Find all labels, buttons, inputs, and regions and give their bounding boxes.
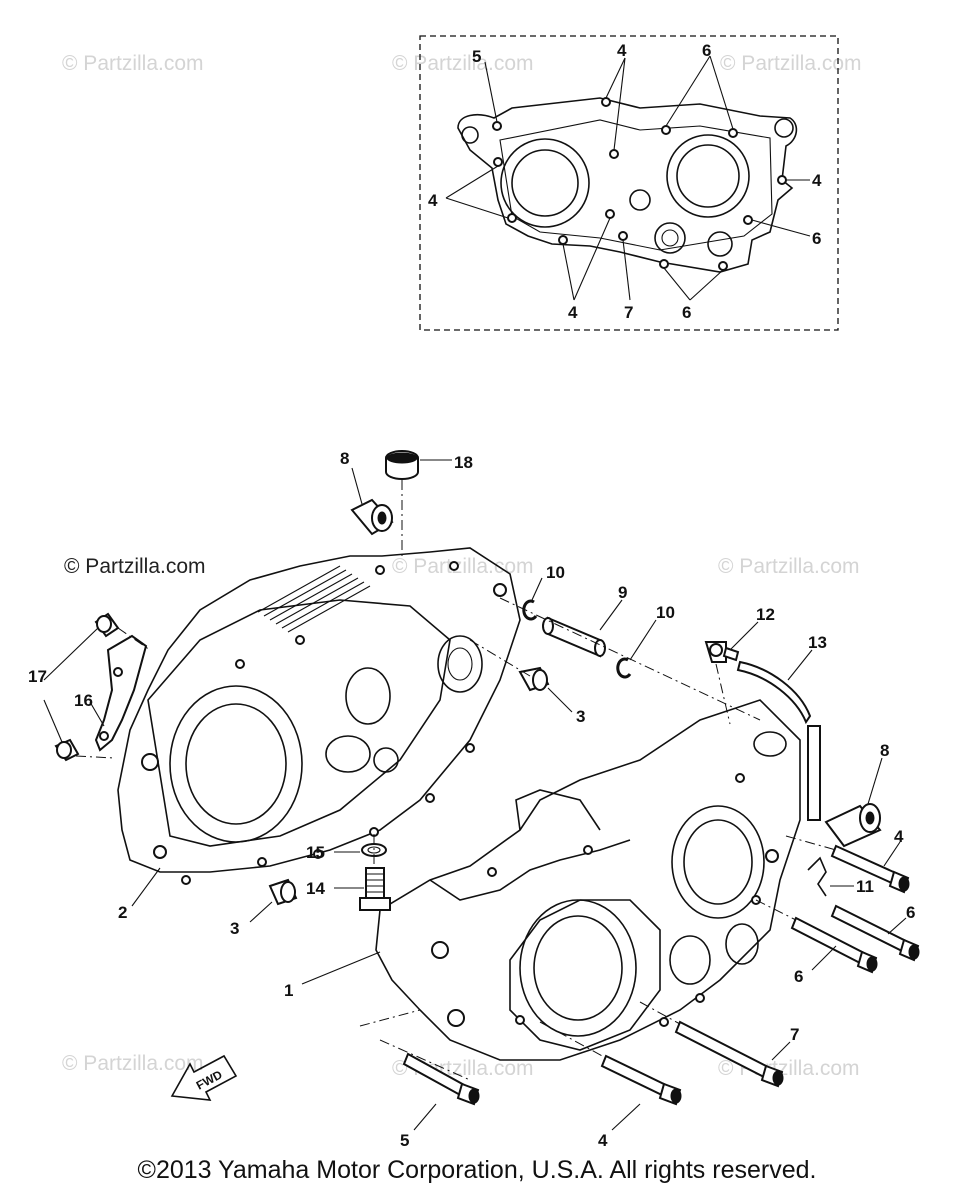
watermark: © Partzilla.com [718,555,860,578]
inset-case-outline [457,97,798,273]
callout-9: 9 [618,583,627,602]
callout-17: 17 [28,667,47,686]
part-9-dowel [542,616,606,658]
part-3-dowel [518,666,550,692]
part-10-ring [522,599,538,621]
inset-left-bore-outer [500,138,590,228]
left-crankcase [117,547,521,885]
watermark: © Partzilla.com [62,52,204,75]
callout-8: 8 [880,741,889,760]
part-13-hose [736,660,821,821]
callout-14: 14 [306,879,325,898]
callout-10: 10 [656,603,675,622]
inset-leaders [445,55,811,301]
watermark: © Partzilla.com [720,52,862,75]
callout-12: 12 [756,605,775,624]
callout-15: 15 [306,843,325,862]
callout-7: 7 [624,303,633,322]
inset-case-inner [499,119,773,251]
part-8-bushing [350,498,394,536]
part-18-cap [385,450,419,480]
callout-18: 18 [454,453,473,472]
inset-frame [419,35,839,331]
part-8-bushing [824,803,882,848]
inset-right-bore [676,144,740,208]
watermark: © Partzilla.com [64,555,206,578]
part-17-screw [54,738,80,762]
watermark: © Partzilla.com [392,555,534,578]
inset-bearing-hole [654,222,686,254]
callout-8: 8 [340,449,349,468]
callout-4: 4 [428,191,438,210]
part-12-elbow [704,641,740,663]
callout-11: 11 [856,877,874,896]
part-5-bolt [402,1052,480,1106]
watermark: © Partzilla.com [62,1052,204,1075]
part-4-bolt-right [830,844,910,894]
watermark: © Partzilla.com [392,52,534,75]
part-10-ring [616,657,632,679]
callout-5: 5 [472,47,481,66]
part-17-screw [94,612,120,638]
part-16-bracket [94,634,148,752]
callout-6: 6 [794,967,803,986]
inset-left-bore [511,149,579,217]
callout-1: 1 [284,981,293,1000]
inset-crankcase-view: 5 4 6 4 4 6 4 7 6 [419,35,839,331]
callout-6: 6 [682,303,691,322]
inset-bearing-hole [629,189,651,211]
part-14-drain-bolt [359,867,391,911]
part-7-bolt [674,1020,784,1088]
inset-bearing-hole [707,231,733,257]
copyright-notice: ©2013 Yamaha Motor Corporation, U.S.A. A… [137,1156,817,1184]
callout-4: 4 [598,1131,608,1150]
callout-3: 3 [576,707,585,726]
part-11-clip [807,856,827,897]
callout-2: 2 [118,903,127,922]
callout-16: 16 [74,691,93,710]
watermarks: © Partzilla.com © Partzilla.com © Partzi… [62,52,862,1080]
part-4-bolt-lower [600,1054,682,1106]
callout-6: 6 [702,41,711,60]
callout-4: 4 [617,41,627,60]
part-3-dowel [268,878,298,906]
part-6-bolt-right [830,904,920,962]
part-6-bolt-center [790,916,878,974]
inset-right-bore-outer [666,134,750,218]
callout-13: 13 [808,633,827,652]
callout-4: 4 [812,171,822,190]
callout-6: 6 [906,903,915,922]
callout-6: 6 [812,229,821,248]
right-crankcase [375,699,801,1061]
callout-7: 7 [790,1025,799,1044]
inset-bolt-holes [492,97,787,271]
callout-3: 3 [230,919,239,938]
callout-10: 10 [546,563,565,582]
callout-4: 4 [568,303,578,322]
callout-5: 5 [400,1131,409,1150]
main-exploded-view: FWD 8 18 10 9 10 12 13 3 17 16 8 15 14 2… [28,449,920,1150]
callout-4: 4 [894,827,904,846]
